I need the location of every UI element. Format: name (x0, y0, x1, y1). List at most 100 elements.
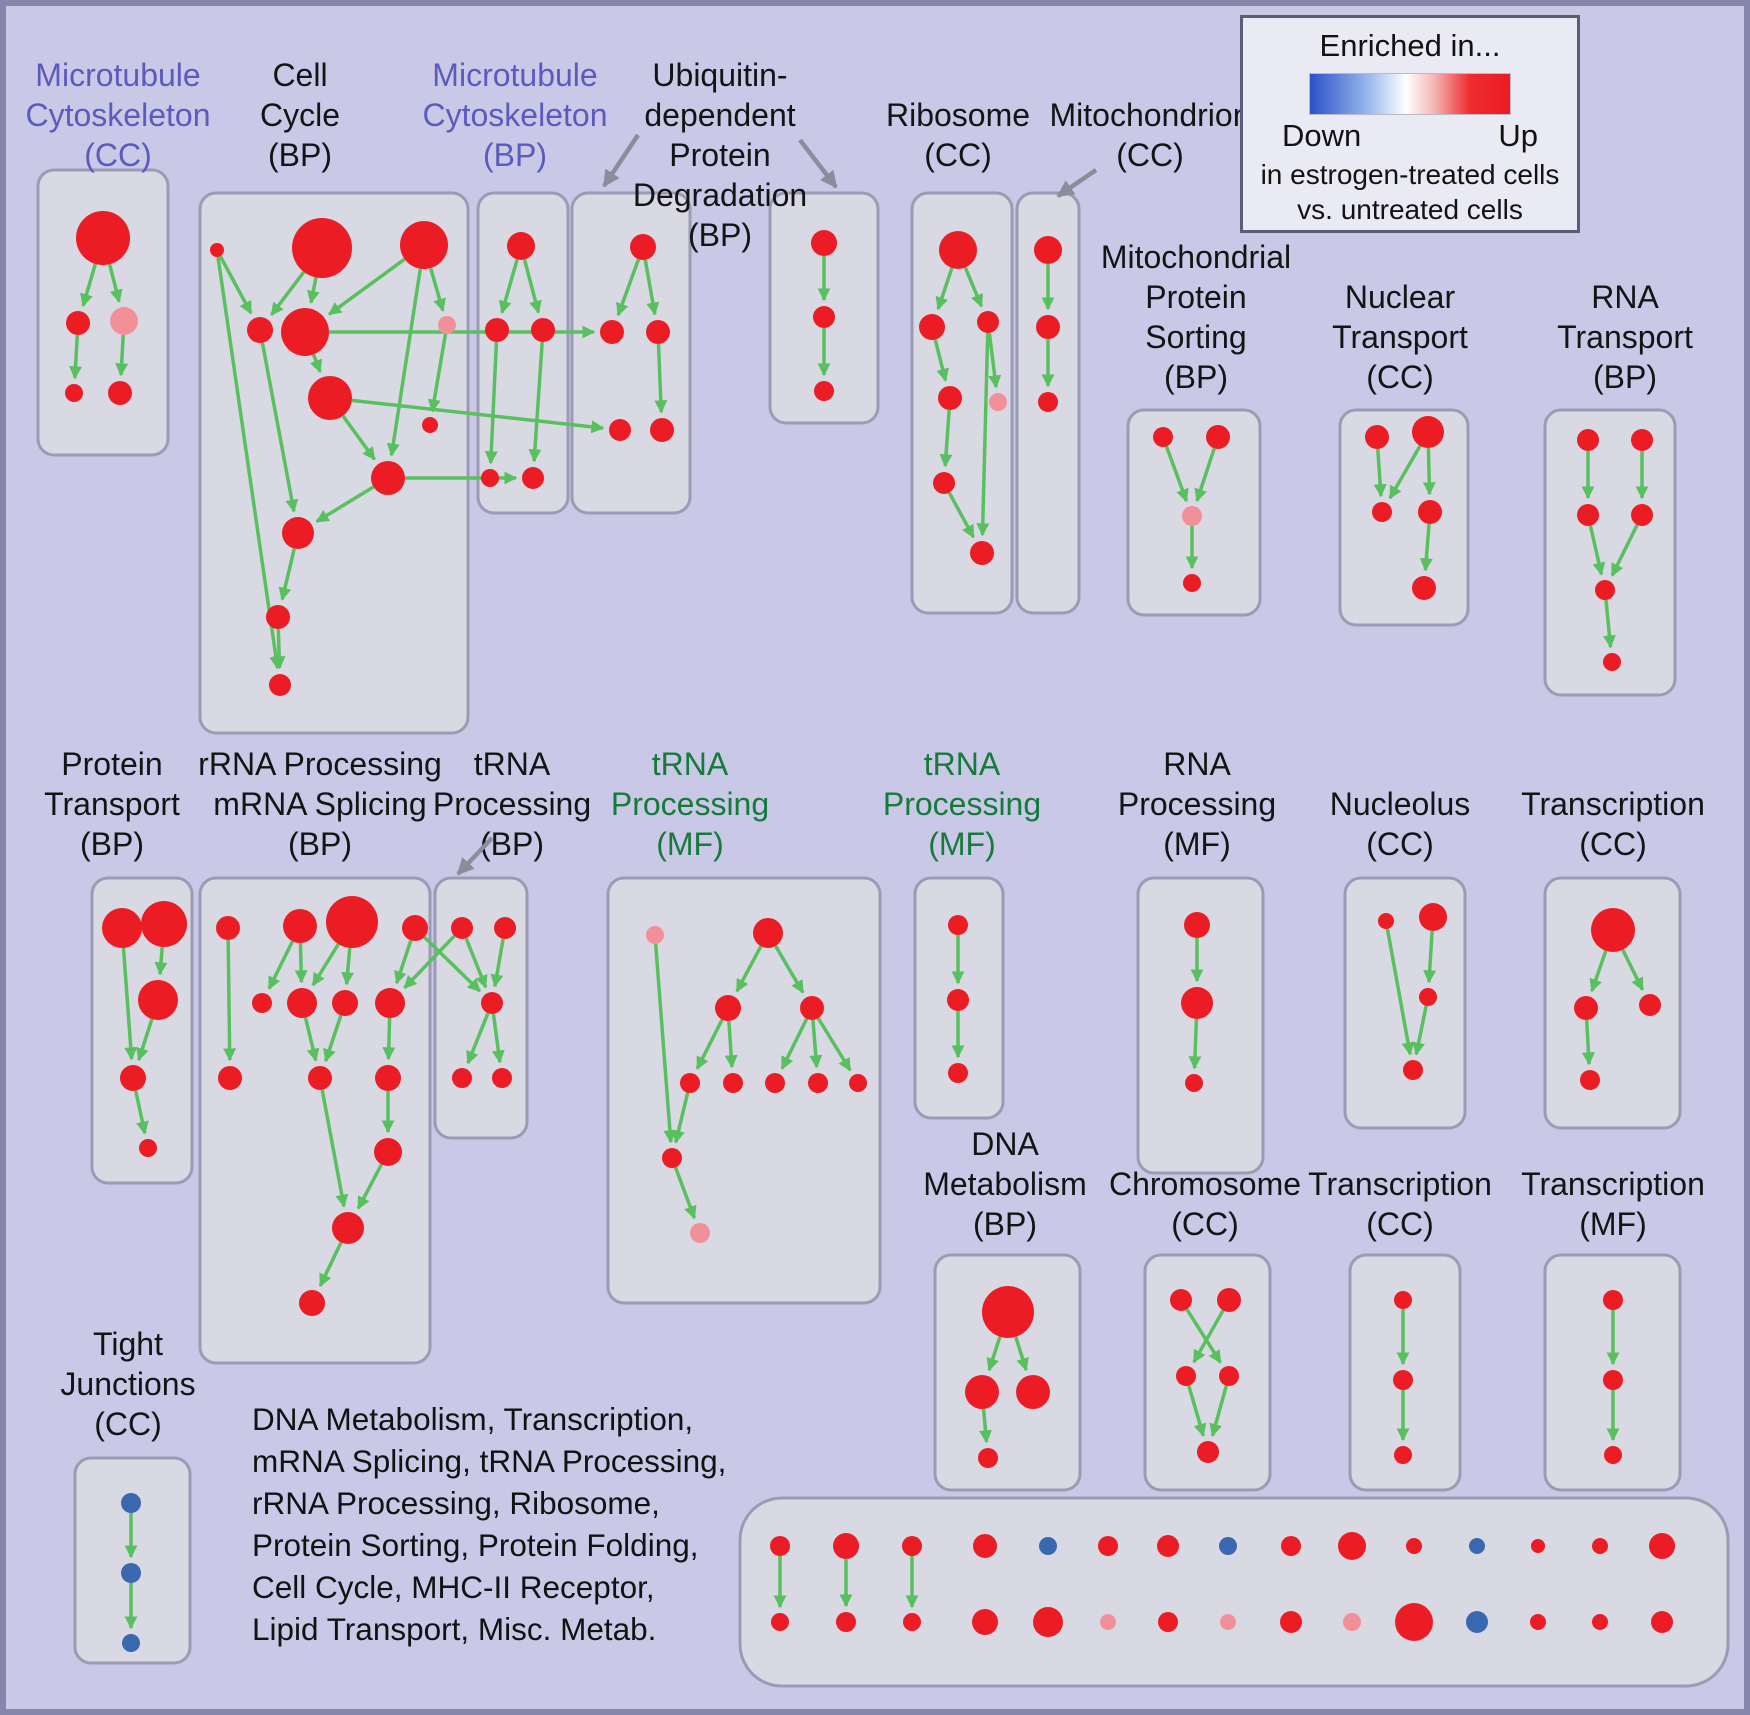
go-term-node (1153, 427, 1173, 447)
go-term-node (252, 993, 272, 1013)
go-term-node (1592, 1614, 1608, 1630)
go-term-node (1219, 1537, 1237, 1555)
go-term-node (1418, 500, 1442, 524)
go-edge (216, 256, 283, 670)
go-term-node (247, 317, 273, 343)
go-term-node (121, 1493, 141, 1513)
go-term-node (1574, 996, 1598, 1020)
go-term-node (141, 901, 187, 947)
go-edge (774, 945, 805, 994)
go-term-node (1419, 988, 1437, 1006)
cluster-label-transcription-cc-2: Transcription(CC) (1308, 1166, 1492, 1242)
cluster-box-trna-processing-bp (433, 876, 529, 1140)
go-term-node (1394, 1446, 1412, 1464)
go-edge (1581, 1019, 1595, 1066)
go-edge (1187, 1385, 1207, 1437)
go-edge (1192, 1309, 1225, 1364)
cluster-box-microtubule-cytoskeleton-bp (476, 191, 570, 515)
go-term-node (375, 988, 405, 1018)
go-term-node (374, 1138, 402, 1166)
go-term-node (1206, 425, 1230, 449)
go-term-node (770, 1536, 790, 1556)
cluster-label-ribosome-cc: Ribosome(CC) (886, 97, 1030, 173)
go-term-node (76, 211, 130, 265)
go-term-node (1157, 1535, 1179, 1557)
go-term-node (308, 1066, 332, 1090)
go-term-node (110, 307, 138, 335)
category-note-line: rRNA Processing, Ribosome, (252, 1485, 660, 1521)
go-edge (107, 263, 123, 303)
cluster-label-chromosome-cc: Chromosome(CC) (1109, 1166, 1301, 1242)
go-term-node (947, 989, 969, 1011)
legend-box: Enriched in... Down Up in estrogen-treat… (1240, 15, 1580, 233)
go-edge (616, 258, 641, 317)
go-term-node (1281, 1536, 1301, 1556)
go-edge (735, 945, 763, 993)
go-term-node (1100, 1614, 1116, 1630)
go-term-node (138, 980, 178, 1020)
cluster-label-nucleolus-cc: Nucleolus(CC) (1330, 786, 1471, 862)
category-note-line: Cell Cycle, MHC-II Receptor, (252, 1569, 655, 1605)
go-term-node (1181, 987, 1213, 1019)
go-term-node (102, 908, 142, 948)
go-edge (1602, 599, 1616, 649)
go-term-node (1365, 425, 1389, 449)
go-term-node (281, 308, 329, 356)
cluster-box-protein-transport-bp (90, 876, 194, 1185)
go-edge (528, 341, 544, 463)
go-term-node (451, 917, 473, 939)
edges (69, 255, 1649, 1630)
go-term-node (1039, 1537, 1057, 1555)
go-edge (218, 255, 253, 315)
go-edge (134, 1090, 149, 1135)
go-term-node (1412, 576, 1436, 600)
cluster-box-nucleolus-cc (1343, 876, 1467, 1130)
go-term-node (939, 231, 977, 269)
go-term-node (1412, 416, 1444, 448)
legend-scale-labels: Down Up (1282, 118, 1538, 154)
go-term-node (308, 376, 352, 420)
go-edge (1412, 1005, 1428, 1056)
go-edge (1385, 928, 1415, 1056)
go-edge (294, 942, 308, 984)
go-term-node (973, 1534, 997, 1558)
go-term-node (299, 1290, 325, 1316)
go-term-node (1580, 1070, 1600, 1090)
go-term-node (1595, 580, 1615, 600)
go-term-node (1338, 1532, 1366, 1560)
cluster-box-rna-processing-mf (1136, 876, 1265, 1175)
go-term-node (933, 472, 955, 494)
category-note-line: Lipid Transport, Misc. Metab. (252, 1611, 657, 1647)
go-edge (976, 332, 990, 537)
cluster-box-chromosome-cc (1143, 1253, 1272, 1492)
go-edge (267, 940, 295, 990)
go-edge (303, 1017, 320, 1062)
go-term-node (108, 381, 132, 405)
go-term-node (531, 318, 555, 342)
cluster-box-tight-junctions-cc (73, 1456, 192, 1665)
go-edge (1185, 1308, 1222, 1364)
go-term-node (402, 915, 428, 941)
go-term-node (1466, 1611, 1488, 1633)
go-term-node (771, 1613, 789, 1631)
go-edge (1014, 1336, 1029, 1372)
legend-caption-line-1: in estrogen-treated cells (1260, 159, 1560, 190)
go-term-node (269, 674, 291, 696)
go-term-node (948, 1063, 968, 1083)
go-term-node (400, 221, 448, 269)
nodes (65, 211, 1675, 1652)
go-term-node (972, 1609, 998, 1635)
go-edge (115, 334, 129, 377)
go-term-node (1170, 1289, 1192, 1311)
go-edge (947, 491, 975, 539)
cluster-box-microtubule-cytoskeleton-cc (36, 168, 170, 457)
go-edge (403, 934, 456, 990)
cluster-box-dna-metabolism-bp (933, 1253, 1082, 1492)
go-term-node (292, 218, 352, 278)
go-term-node (965, 1375, 999, 1409)
go-edge (394, 939, 413, 985)
go-edge (223, 939, 237, 1062)
